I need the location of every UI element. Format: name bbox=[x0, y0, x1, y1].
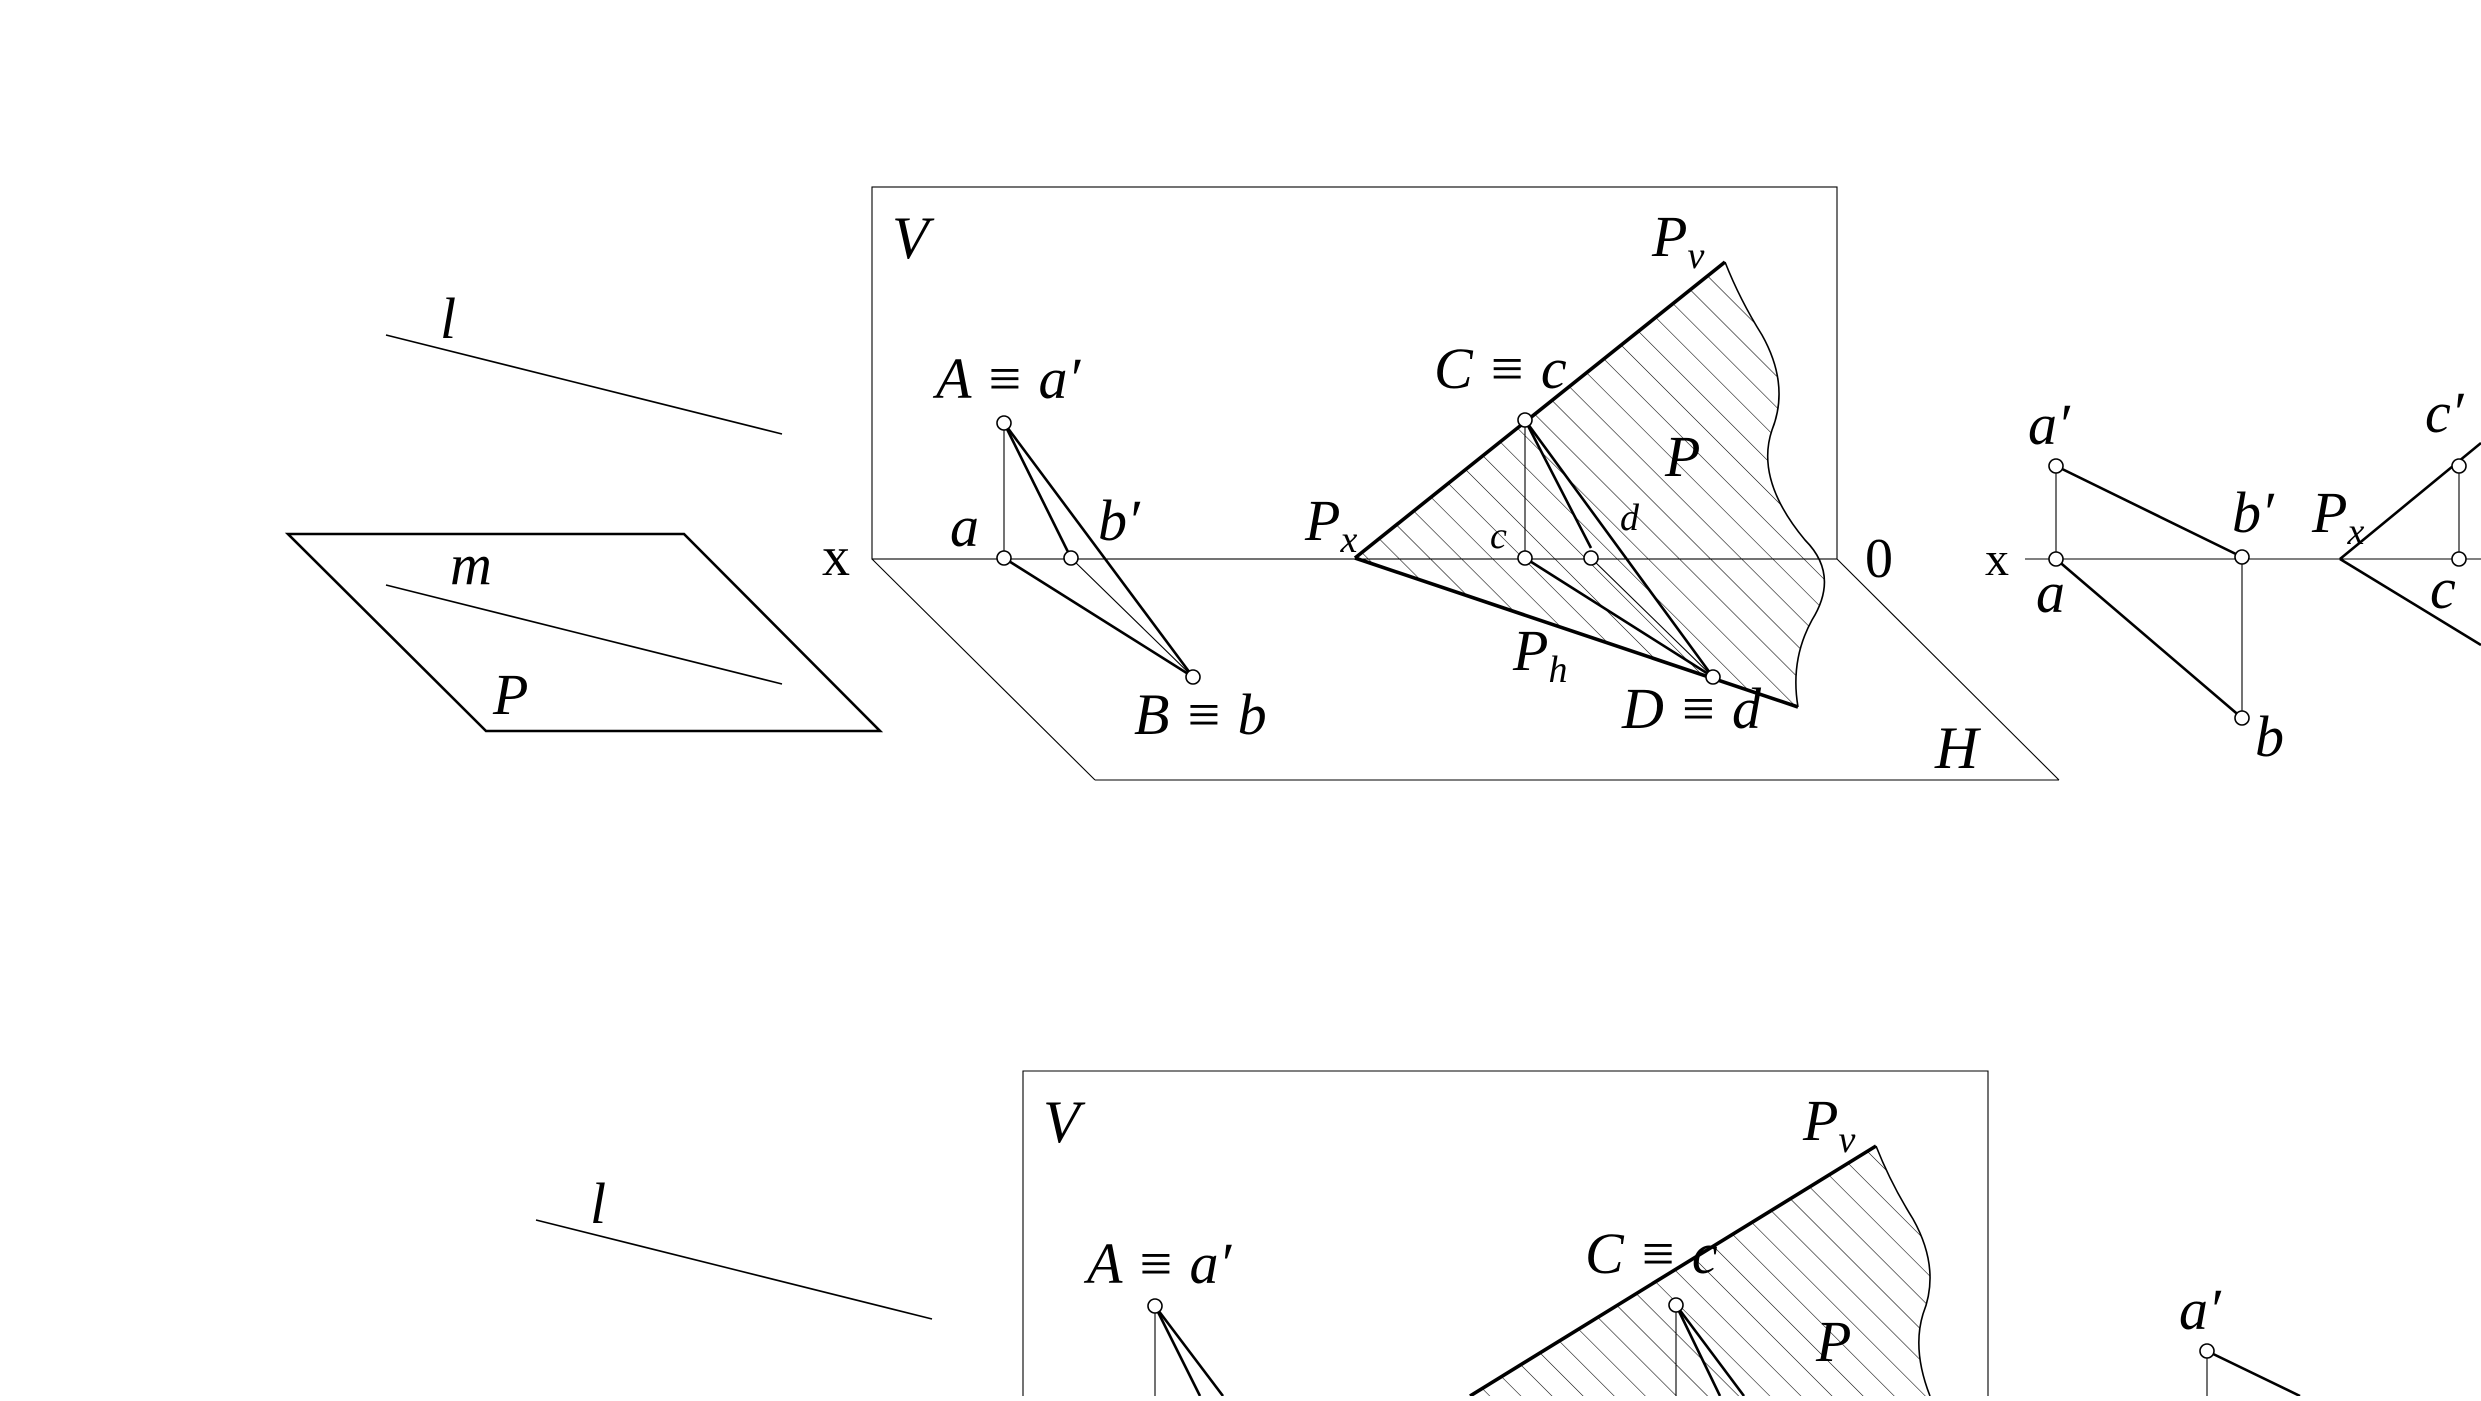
point-c bbox=[1517, 550, 1533, 566]
orthographic-drawing-right: x a′ a b′ b Px c′ c bbox=[1985, 380, 2481, 769]
plane-p-break-edge bbox=[1724, 261, 1826, 708]
ortho-point-b bbox=[2234, 710, 2250, 726]
plane-p-break-edge-2 bbox=[1875, 1145, 1931, 1397]
label-origin: 0 bbox=[1865, 528, 1893, 590]
line-c-d bbox=[1524, 556, 1714, 679]
label-x-axis: x bbox=[822, 526, 850, 588]
plane-p-sketch: l m P bbox=[284, 286, 884, 733]
projector-d bbox=[1590, 557, 1714, 678]
point-d1 bbox=[1583, 550, 1599, 566]
line-a-b1-2 bbox=[1153, 1305, 1202, 1397]
segment-cd: C ≡ c c d D ≡ d P Pv Px Ph bbox=[1304, 204, 1762, 741]
plane-h-left-edge bbox=[871, 558, 1096, 781]
figure-group-bottom: l V Pv A ≡ a′ C ≡ c P a′ bbox=[535, 1070, 2301, 1398]
label-d-eq-d: D ≡ d bbox=[1621, 676, 1762, 741]
label-pv-2: Pv bbox=[1802, 1088, 1855, 1161]
point-a1 bbox=[996, 415, 1012, 431]
ortho-point-b1 bbox=[2234, 549, 2250, 565]
label-l-2: l bbox=[590, 1171, 606, 1236]
ortho-label-b: b bbox=[2255, 704, 2284, 769]
label-a: a bbox=[950, 494, 979, 559]
label-l: l bbox=[440, 286, 456, 351]
label-c-eq-c: C ≡ c bbox=[1434, 336, 1567, 401]
line-ab-true-2 bbox=[1153, 1305, 1225, 1397]
label-pv: Pv bbox=[1651, 204, 1704, 277]
label-plane-p-shaded-2: P bbox=[1815, 1309, 1851, 1374]
ortho-label-a: a bbox=[2036, 560, 2065, 625]
ortho-label-a1-2: a′ bbox=[2179, 1277, 2222, 1342]
plane-p-parallelogram bbox=[284, 532, 884, 733]
label-px: Px bbox=[1304, 488, 1357, 561]
ortho-point-c1 bbox=[2451, 458, 2467, 474]
plane-p-hatching-2 bbox=[1470, 1146, 1931, 1396]
point-a bbox=[996, 550, 1012, 566]
label-b-eq-b: B ≡ b bbox=[1134, 682, 1267, 747]
point-b1 bbox=[1063, 550, 1079, 566]
label-d-small: d bbox=[1620, 497, 1640, 539]
line-ab-true bbox=[1002, 422, 1195, 678]
label-m: m bbox=[450, 532, 492, 597]
line-a-b bbox=[1003, 556, 1194, 679]
label-c-small: c bbox=[1490, 515, 1507, 557]
label-b1: b′ bbox=[1098, 488, 1141, 553]
line-cd-true-2 bbox=[1674, 1304, 1746, 1397]
ortho-label-c: c bbox=[2430, 556, 2456, 621]
ortho-point-a bbox=[2048, 551, 2064, 567]
label-plane-p-shaded: P bbox=[1664, 424, 1700, 489]
plane-p-hatching bbox=[1355, 262, 1825, 707]
line-cd-true bbox=[1523, 419, 1715, 678]
ortho-trace-ph bbox=[2339, 557, 2481, 647]
ortho-line-a-b bbox=[2055, 558, 2243, 719]
label-a-eq-a1: A ≡ a′ bbox=[932, 346, 1082, 411]
label-v-2: V bbox=[1043, 1089, 1086, 1155]
label-v: V bbox=[892, 205, 935, 271]
projector-b bbox=[1070, 557, 1194, 678]
line-c-d-small bbox=[1523, 419, 1593, 549]
ortho-label-c1: c′ bbox=[2425, 380, 2465, 445]
trace-pv-2 bbox=[1469, 1144, 1877, 1398]
figure-group-top: l m P V H x 0 bbox=[284, 186, 2481, 781]
line-a-b1 bbox=[1002, 422, 1073, 559]
label-plane-p: P bbox=[492, 662, 528, 727]
point-c1-2 bbox=[1668, 1297, 1684, 1313]
projection-planes: V H x 0 bbox=[822, 186, 2060, 781]
ortho-point-a1-2 bbox=[2199, 1343, 2215, 1359]
line-m bbox=[385, 584, 783, 685]
plane-v-frame-2 bbox=[1022, 1070, 1989, 1396]
plane-h-right-edge bbox=[1836, 558, 2060, 781]
plane-p-traces bbox=[1353, 260, 1826, 709]
ortho-line-a1-b1 bbox=[2055, 464, 2243, 559]
point-b bbox=[1185, 669, 1201, 685]
point-d bbox=[1705, 669, 1721, 685]
line-l bbox=[385, 334, 783, 435]
ortho-label-x: x bbox=[1985, 533, 2009, 586]
point-c1 bbox=[1517, 412, 1533, 428]
point-a1-2 bbox=[1147, 1298, 1163, 1314]
ortho-label-a1: a′ bbox=[2028, 392, 2071, 457]
label-h: H bbox=[1934, 715, 1982, 781]
label-ph: Ph bbox=[1512, 618, 1567, 691]
ortho-point-a1 bbox=[2048, 458, 2064, 474]
trace-ph bbox=[1354, 556, 1799, 709]
label-a-eq-a1-2: A ≡ a′ bbox=[1083, 1231, 1233, 1296]
ortho-label-b1: b′ bbox=[2232, 480, 2275, 545]
label-c-eq-c-2: C ≡ c bbox=[1585, 1221, 1718, 1286]
trace-pv bbox=[1353, 260, 1727, 560]
ortho-line-a1-b1-2 bbox=[2206, 1349, 2301, 1398]
line-c-d-small-2 bbox=[1674, 1304, 1722, 1397]
line-l-2 bbox=[535, 1219, 933, 1320]
ortho-label-px: Px bbox=[2311, 480, 2364, 553]
segment-ab: A ≡ a′ a b′ B ≡ b bbox=[932, 346, 1267, 747]
ortho-point-c bbox=[2451, 551, 2467, 567]
